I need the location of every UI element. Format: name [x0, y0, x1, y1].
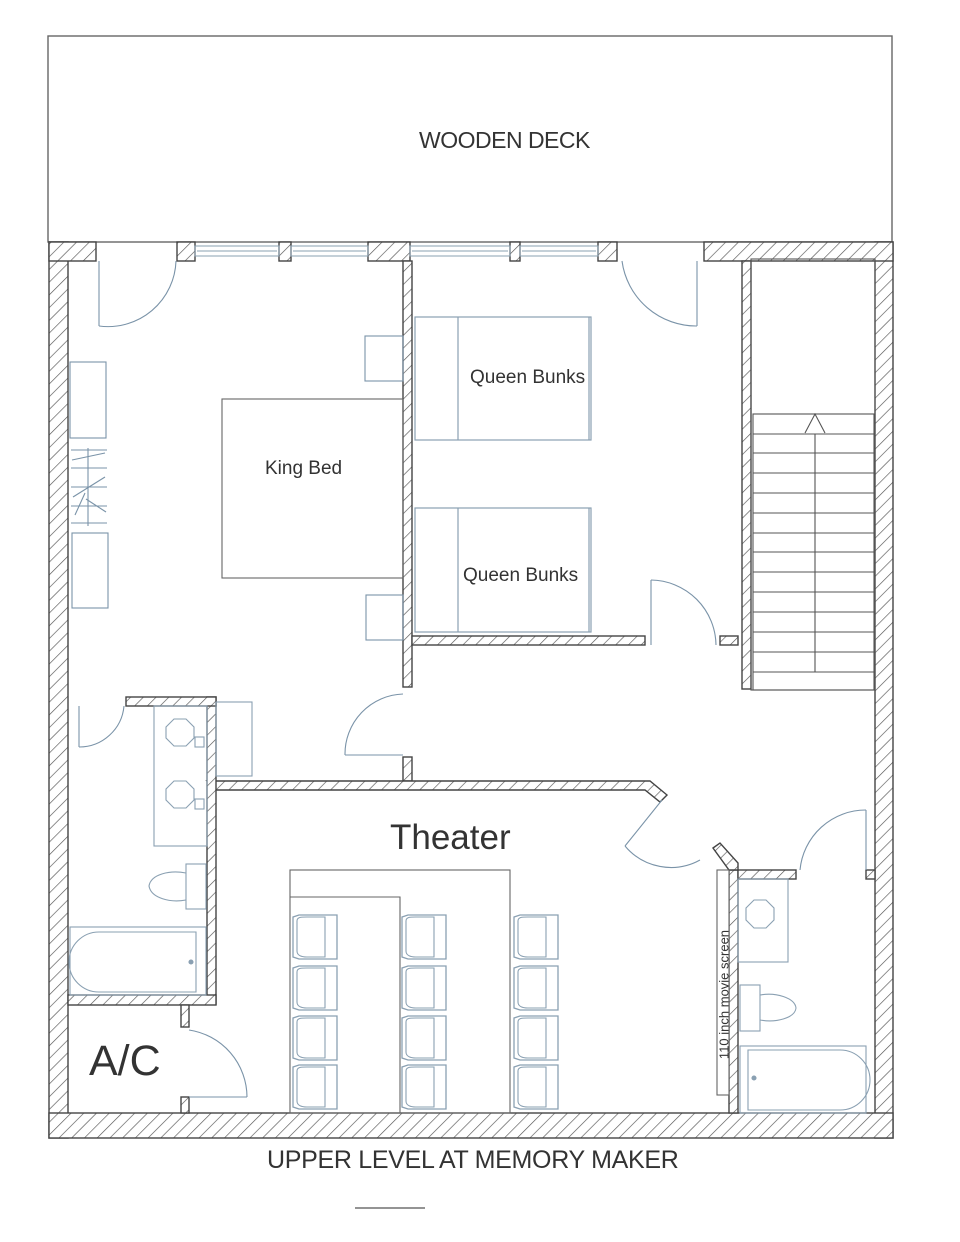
towel-cabinet	[215, 701, 253, 777]
staircase	[750, 258, 876, 691]
ac-label: A/C	[89, 1037, 161, 1085]
nightstand	[365, 594, 404, 641]
dresser	[69, 361, 107, 439]
windows	[194, 245, 599, 257]
bathtub	[739, 1045, 867, 1114]
movie-screen	[716, 869, 730, 1096]
movie-screen-label: 110 inch movie screen	[716, 929, 732, 1060]
master-bedroom-furniture	[69, 335, 404, 641]
king-bed-label: King Bed	[265, 458, 343, 479]
master-bath-fixtures	[68, 701, 253, 996]
bathtub	[69, 926, 207, 996]
sink-icon	[165, 780, 195, 809]
theater-seating	[289, 869, 559, 1114]
stairs-up-arrow-icon	[804, 412, 826, 434]
interior-walls	[67, 260, 876, 1114]
toilet-tank	[739, 984, 761, 1032]
deck-label: WOODEN DECK	[419, 127, 590, 153]
toilet-icon	[759, 993, 797, 1022]
toilet-icon	[148, 871, 187, 902]
vanity	[737, 878, 789, 963]
theater-label: Theater	[390, 818, 511, 857]
closet-rod	[71, 448, 107, 526]
nightstand	[364, 335, 404, 382]
deck-area	[47, 35, 893, 243]
vanity	[153, 705, 208, 847]
doors	[78, 260, 867, 1098]
queen-bunks-label: Queen Bunks	[463, 565, 579, 586]
plan-title: UPPER LEVEL AT MEMORY MAKER	[267, 1146, 679, 1174]
dresser	[71, 532, 109, 609]
hall-bath-fixtures	[737, 878, 871, 1114]
toilet-tank	[185, 863, 207, 910]
king-bed	[221, 398, 404, 579]
sink-icon	[165, 718, 195, 747]
queen-bunks-label: Queen Bunks	[470, 367, 586, 388]
bunk-room-furniture	[414, 316, 592, 633]
sink-icon	[745, 899, 775, 929]
